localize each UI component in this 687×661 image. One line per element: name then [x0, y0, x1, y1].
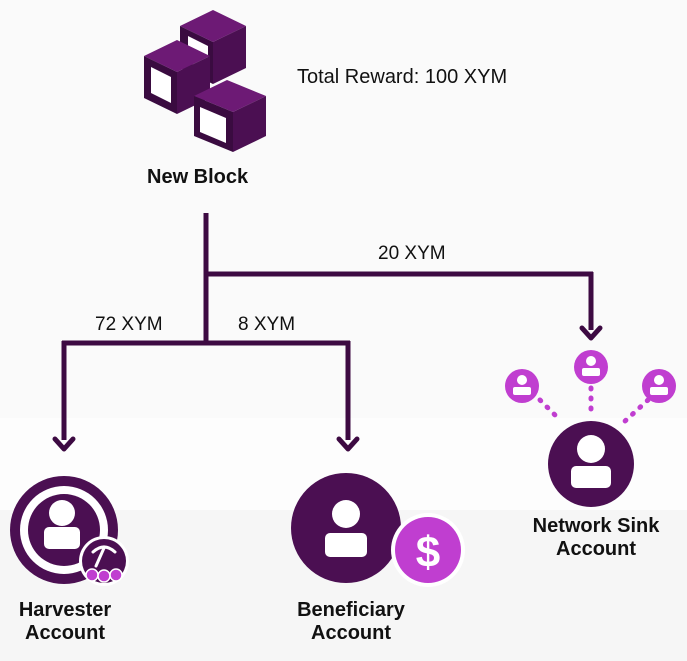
- beneficiary-account-label: Beneficiary Account: [282, 599, 420, 645]
- network-sink-account-label: Network Sink Account: [512, 515, 680, 561]
- harvester-account-label: Harvester Account: [5, 599, 125, 645]
- network-sink-node-left: [505, 369, 539, 403]
- new-block-label: New Block: [147, 166, 249, 188]
- network-sink-node-middle: [574, 350, 608, 384]
- svg-text:$: $: [416, 528, 440, 577]
- dollar-icon: $: [391, 513, 465, 587]
- new-block-cubes-icon: [144, 10, 266, 152]
- arrow-to-harvester: [52, 436, 76, 452]
- edge-label-harvester: 72 XYM: [95, 314, 163, 335]
- total-reward-label: Total Reward: 100 XYM: [297, 66, 508, 88]
- network-sink-links: [537, 385, 651, 425]
- arrow-to-beneficiary: [336, 436, 360, 452]
- arrowheads: [52, 325, 603, 452]
- beneficiary-label-line1: Beneficiary: [297, 599, 405, 621]
- network-sink-node-right: [642, 369, 676, 403]
- network-sink-label-line2: Account: [556, 538, 636, 560]
- network-sink-user-icon: [548, 421, 634, 507]
- beneficiary-label-line2: Account: [311, 622, 391, 644]
- network-sink-label-line1: Network Sink: [532, 515, 660, 537]
- edge-label-beneficiary: 8 XYM: [238, 314, 296, 335]
- arrow-to-network-sink: [579, 325, 603, 341]
- background-top: [0, 0, 687, 418]
- flow-lines: [61, 213, 594, 440]
- beneficiary-user-icon: [291, 473, 401, 583]
- harvester-pickaxe-icon: [79, 536, 129, 586]
- harvester-label-line2: Account: [25, 622, 105, 644]
- edge-label-network-sink: 20 XYM: [378, 243, 446, 264]
- harvester-label-line1: Harvester: [18, 599, 112, 621]
